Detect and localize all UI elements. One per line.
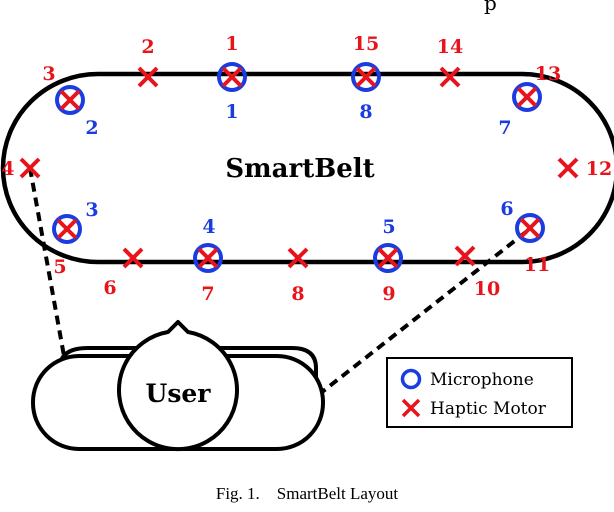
mic-label-3: 3 [85,199,98,221]
motor-11-icon [519,217,541,239]
motor-label-14: 14 [437,36,463,58]
motor-label-10: 10 [474,278,500,300]
mic-label-1: 1 [225,101,238,123]
motor-2-icon [137,66,159,88]
mic-label-4: 4 [202,216,215,238]
user-head [117,320,239,452]
microphone-4-icon [193,243,223,273]
microphone-2-icon [55,85,85,115]
caption-prefix: Fig. 1. [215,484,260,503]
legend-haptic-motor-label: Haptic Motor [430,399,547,419]
mic-labels: 1 2 3 4 5 6 7 8 [85,101,513,238]
header-fragment: p [484,0,497,15]
legend-microphone-label: Microphone [430,370,534,390]
microphone-8-icon [351,62,381,92]
connector-right-dashed [320,230,528,394]
mic-label-6: 6 [500,198,513,220]
mic-label-2: 2 [85,117,98,139]
motor-10-icon [454,245,476,267]
motor-6-icon [122,247,144,269]
microphone-3-icon [52,214,82,244]
belt-outline [0,71,614,265]
motor-13-icon [516,86,538,108]
motor-15-icon [355,66,377,88]
motor-label-13: 13 [535,63,561,85]
motor-8-icon [287,247,309,269]
user-figure: User [31,320,325,452]
motor-label-12: 12 [586,158,612,180]
motor-label-5: 5 [53,256,66,278]
mic-label-7: 7 [498,117,511,139]
mic-label-5: 5 [382,216,395,238]
figure-caption: Fig. 1. SmartBelt Layout [0,484,614,504]
motor-1-icon [221,66,243,88]
motor-label-8: 8 [291,283,304,305]
caption-text: SmartBelt Layout [276,484,399,503]
microphone-7-icon [512,82,542,112]
motor-label-11: 11 [524,254,550,276]
motor-label-15: 15 [353,33,379,55]
belt-title: SmartBelt [225,154,374,184]
motor-12-icon [557,157,579,179]
microphone-6-icon [515,213,545,243]
microphones [52,62,545,273]
legend: Microphone Haptic Motor [386,357,573,428]
motor-9-icon [377,247,399,269]
motor-7-icon [197,247,219,269]
microphone-1-icon [217,62,247,92]
haptic-motors [19,66,579,269]
motor-label-1: 1 [225,33,238,55]
motor-label-6: 6 [103,277,116,299]
motor-label-2: 2 [141,36,154,58]
microphone-5-icon [373,243,403,273]
motor-5-icon [56,218,78,240]
motor-4-icon [19,157,41,179]
user-label: User [146,379,212,408]
mic-label-8: 8 [359,101,372,123]
motor-labels: 1 2 3 4 5 6 7 8 9 10 11 12 13 14 15 [1,33,612,305]
motor-label-9: 9 [382,283,395,305]
motor-label-3: 3 [42,63,55,85]
motor-14-icon [439,66,461,88]
motor-label-4: 4 [1,158,14,180]
connector-left-dashed [28,167,66,357]
motor-3-icon [59,89,81,111]
legend-haptic-motor-icon [401,398,421,418]
motor-label-7: 7 [201,283,214,305]
legend-microphone-icon [400,368,422,390]
